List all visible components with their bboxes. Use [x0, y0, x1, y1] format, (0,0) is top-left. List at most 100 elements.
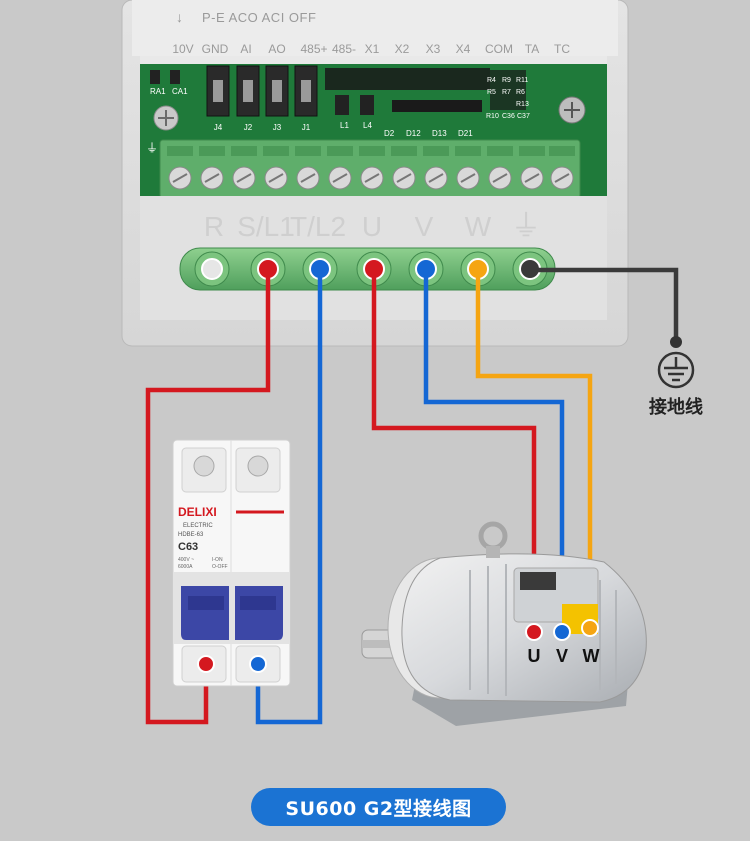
breaker-sub-brand: ELECTRIC: [183, 523, 213, 529]
control-terminal-label: X1: [365, 42, 380, 56]
control-terminal-label: 485+: [300, 42, 327, 56]
control-terminal-labels: 10V GND AI AO 485+ 485- X1 X2 X3 X4 COM TA TC: [172, 42, 570, 56]
breaker-brand: DELIXI: [178, 505, 217, 519]
wire-t-blue: [255, 270, 323, 725]
motor-terminal-u: [525, 623, 543, 641]
d13-code: D13: [432, 129, 447, 138]
terminal-slot: [199, 146, 225, 156]
breaker-rating: C63: [178, 541, 198, 553]
control-terminal-label: AI: [240, 42, 251, 56]
jumper-label: J4: [214, 123, 223, 132]
r10-code: R10: [486, 113, 499, 120]
r13-code: R13: [516, 101, 529, 108]
breaker-screw-top-left-icon: [193, 455, 215, 477]
breaker-on-label: I-ON: [212, 557, 223, 563]
motor-nameplate: [520, 572, 556, 590]
power-terminal-label: V: [415, 211, 434, 242]
wires: [145, 267, 679, 725]
power-terminal-label: U: [362, 211, 382, 242]
motor-cooling-fins: [469, 564, 617, 696]
breaker-input-red: [197, 655, 215, 673]
control-terminal-label: X4: [456, 42, 471, 56]
terminal-slot: [359, 146, 385, 156]
terminal-slot: [231, 146, 257, 156]
terminal-slot: [519, 146, 545, 156]
jumper-switches: J4 J2 J3 J1: [206, 65, 318, 132]
ground-label: 接地线: [649, 396, 703, 418]
circuit-breaker: DELIXI ELECTRIC HDBE-63 C63 400V ~ 6000A…: [172, 439, 291, 687]
pcb-ground-icon: ⏚: [146, 141, 158, 155]
inverter-top-cover: [132, 0, 618, 56]
power-terminal-label: S/L1: [237, 211, 295, 242]
ground-symbol-icon: [657, 351, 695, 389]
breaker-model: HDBE-63: [178, 532, 204, 538]
ca1-component: [170, 70, 180, 84]
wire-ground: [530, 267, 679, 340]
ground-wire-end: [670, 336, 682, 348]
down-arrow-icon: ↓: [176, 9, 183, 25]
power-terminal-label: T/L2: [290, 211, 346, 242]
motor-lifting-eye-icon: [478, 521, 508, 551]
ground-terminal: 接地线: [649, 336, 703, 418]
l1-code: L1: [340, 121, 349, 130]
jumper-knob: [301, 80, 311, 102]
r9-code: R9: [502, 77, 511, 84]
ra1-code: RA1: [150, 87, 166, 96]
control-terminal-screws: [167, 146, 575, 190]
control-terminal-label: GND: [202, 42, 229, 56]
r11-code: R11: [516, 77, 528, 84]
control-terminal-label: X3: [426, 42, 441, 56]
breaker-spec-1: 400V ~: [178, 557, 194, 563]
jumper-label: J3: [273, 123, 282, 132]
r6-code: R6: [516, 89, 525, 96]
breaker-input-blue: [249, 655, 267, 673]
d2-code: D2: [384, 129, 395, 138]
control-terminal-label: TA: [525, 42, 539, 56]
control-terminal-label: X2: [395, 42, 410, 56]
jumper-knob: [243, 80, 253, 102]
terminal-slot: [295, 146, 321, 156]
l4-code: L4: [363, 121, 372, 130]
wire-v-blue: [423, 270, 565, 632]
motor-terminal-v: [553, 623, 571, 641]
wire-u-red: [371, 270, 537, 632]
c36-code: C36: [502, 113, 515, 120]
c37-code: C37: [517, 113, 530, 120]
power-terminal-label: W: [465, 211, 492, 242]
jumper-label: J2: [244, 123, 253, 132]
pcb-components: [325, 68, 586, 124]
terminal-slot: [263, 146, 289, 156]
terminal-slot: [423, 146, 449, 156]
terminal-slot: [549, 146, 575, 156]
motor-label-v: V: [556, 646, 568, 666]
power-ground-icon: ⏚: [511, 210, 541, 243]
d21-code: D21: [458, 129, 473, 138]
r4-code: R4: [487, 77, 496, 84]
control-terminal-label: AO: [268, 42, 285, 56]
pcb-white-strip: [140, 56, 607, 64]
top-label-row: P-E ACO ACI OFF: [202, 10, 316, 25]
jumper-label: J1: [302, 123, 311, 132]
control-terminal-label: 485-: [332, 42, 356, 56]
motor-terminal-w: [581, 619, 599, 637]
breaker-off-label: O-OFF: [212, 564, 228, 570]
terminal-slot: [327, 146, 353, 156]
jumper-knob: [213, 80, 223, 102]
ra1-component: [150, 70, 160, 84]
control-terminal-label: 10V: [172, 42, 193, 56]
power-terminal-label: R: [204, 211, 224, 242]
control-terminal-label: TC: [554, 42, 570, 56]
breaker-spec-2: 6000A: [178, 564, 193, 570]
motor: U V W: [361, 521, 647, 726]
motor-label-u: U: [528, 646, 541, 666]
socket-r[interactable]: [201, 258, 223, 280]
terminal-slot: [455, 146, 481, 156]
ca1-code: CA1: [172, 87, 188, 96]
d12-code: D12: [406, 129, 421, 138]
r7-code: R7: [502, 89, 511, 96]
terminal-slot: [167, 146, 193, 156]
terminal-slot: [391, 146, 417, 156]
control-terminal-label: COM: [485, 42, 513, 56]
